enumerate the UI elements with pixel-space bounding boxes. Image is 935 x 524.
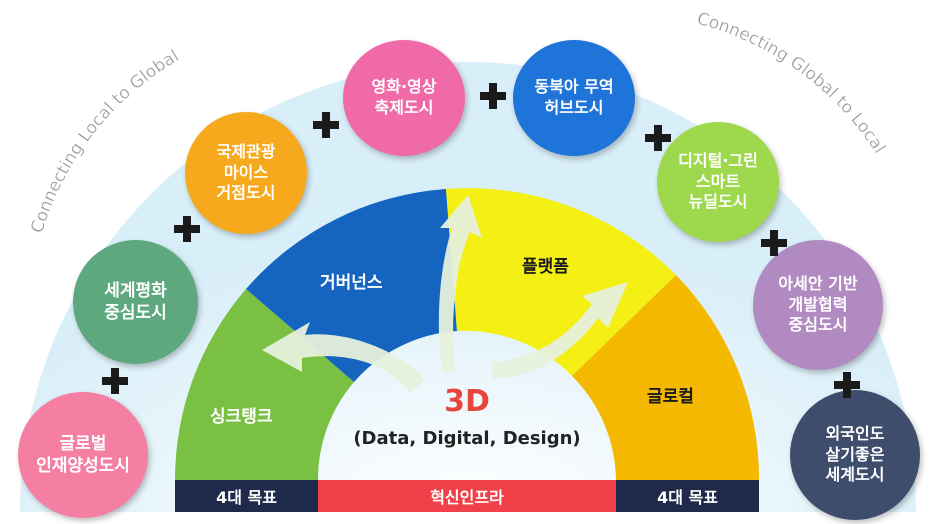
goal-line: 아세안 기반	[778, 273, 858, 293]
bottom-bar-middle: 혁신인프라	[318, 480, 616, 512]
goal-line: 거점도시	[216, 183, 276, 203]
bottom-bar-right: 4대 목표	[616, 480, 759, 512]
goal-circle-film-festival: 영화·영상 축제도시	[343, 40, 465, 156]
goal-line: 국제관광	[216, 141, 276, 161]
platform-label: 플랫폼	[522, 257, 569, 277]
plus-icon	[645, 125, 671, 151]
arrow-up	[438, 195, 482, 372]
plus-icon	[313, 112, 339, 138]
plus-icon	[102, 368, 128, 394]
goal-circle-asean: 아세안 기반 개발협력 중심도시	[753, 240, 883, 370]
goal-line: 영화·영상	[371, 77, 437, 97]
glocal-label: 글로컬	[647, 387, 694, 407]
goal-line: 중심도시	[788, 315, 848, 335]
goal-line: 뉴딜도시	[688, 192, 748, 212]
segment-platform	[446, 188, 676, 376]
center-title: 3D	[444, 384, 490, 419]
goal-line: 살기좋은	[825, 444, 885, 464]
think-tank-label: 싱크탱크	[210, 407, 273, 427]
goal-line: 허브도시	[544, 98, 604, 117]
goal-line: 인재양성도시	[36, 456, 130, 476]
plus-icon	[761, 230, 787, 256]
goal-line: 개발협력	[788, 294, 848, 314]
goal-line: 디지털·그린	[678, 150, 758, 170]
goal-line: 세계평화	[104, 280, 167, 301]
goal-circle-digital-green: 디지털·그린 스마트 뉴딜도시	[657, 122, 779, 242]
plus-icon	[480, 83, 506, 109]
goal-circle-world-peace: 세계평화 중심도시	[73, 240, 198, 364]
goal-line: 축제도시	[374, 98, 434, 117]
goal-circle-trade-hub: 동북아 무역 허브도시	[513, 40, 635, 156]
goal-line: 동북아 무역	[534, 77, 614, 97]
goal-line: 중심도시	[104, 303, 167, 323]
segment-think-tank	[174, 289, 354, 480]
arrow-left	[262, 322, 425, 392]
goal-circle-foreigner-friendly: 외국인도 살기좋은 세계도시	[790, 390, 920, 520]
center-subtitle: (Data, Digital, Design)	[353, 428, 581, 449]
governance-label: 거버넌스	[320, 273, 383, 293]
goal-line: 스마트	[695, 171, 741, 191]
goal-line: 세계도시	[825, 465, 885, 485]
goal-circle-global-talent: 글로벌 인재양성도시	[18, 392, 148, 518]
goal-line: 외국인도	[825, 423, 885, 443]
bottom-bar-left: 4대 목표	[175, 480, 318, 512]
plus-icon	[174, 216, 200, 242]
goal-line: 마이스	[223, 162, 269, 182]
segment-glocal	[572, 275, 760, 480]
goal-line: 글로벌	[59, 433, 107, 454]
arrow-right	[492, 282, 628, 379]
plus-icon	[834, 372, 860, 398]
goal-circle-tourism-mice: 국제관광 마이스 거점도시	[185, 112, 307, 234]
